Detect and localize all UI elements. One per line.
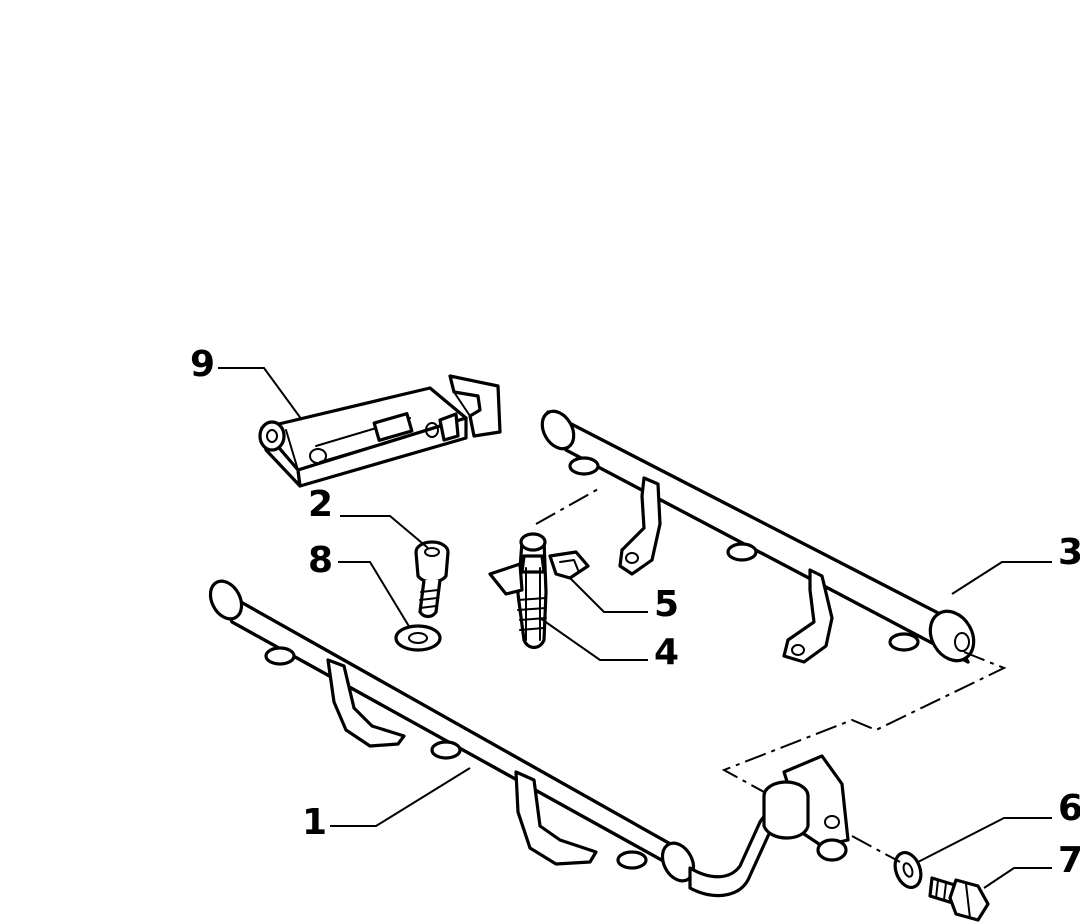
callout-6: 6 <box>1058 788 1080 829</box>
callout-8: 8 <box>308 540 333 581</box>
callout-2: 2 <box>308 484 333 525</box>
leader-lines <box>218 367 1052 889</box>
callout-1: 1 <box>302 802 327 843</box>
part-4-injector <box>488 532 548 650</box>
part-8-washer <box>394 624 442 652</box>
callout-9: 9 <box>190 344 215 385</box>
pressure-regulator <box>762 754 850 862</box>
callout-5: 5 <box>654 584 679 625</box>
callout-3: 3 <box>1058 532 1080 573</box>
part-7-bolt <box>928 876 990 922</box>
callout-labels: 9 2 8 3 5 4 1 6 7 <box>190 344 1080 881</box>
assembly-dash-lines <box>535 487 1007 863</box>
part-1-left-fuel-rail <box>208 579 786 898</box>
callout-7: 7 <box>1058 840 1080 881</box>
part-5-clip <box>548 550 590 580</box>
part-2-socket-screw <box>414 540 450 619</box>
part-3-right-fuel-rail <box>540 409 976 664</box>
part-6-sealing-washer <box>893 850 923 890</box>
part-9-connector-bar <box>258 374 502 488</box>
callout-4: 4 <box>654 632 679 673</box>
